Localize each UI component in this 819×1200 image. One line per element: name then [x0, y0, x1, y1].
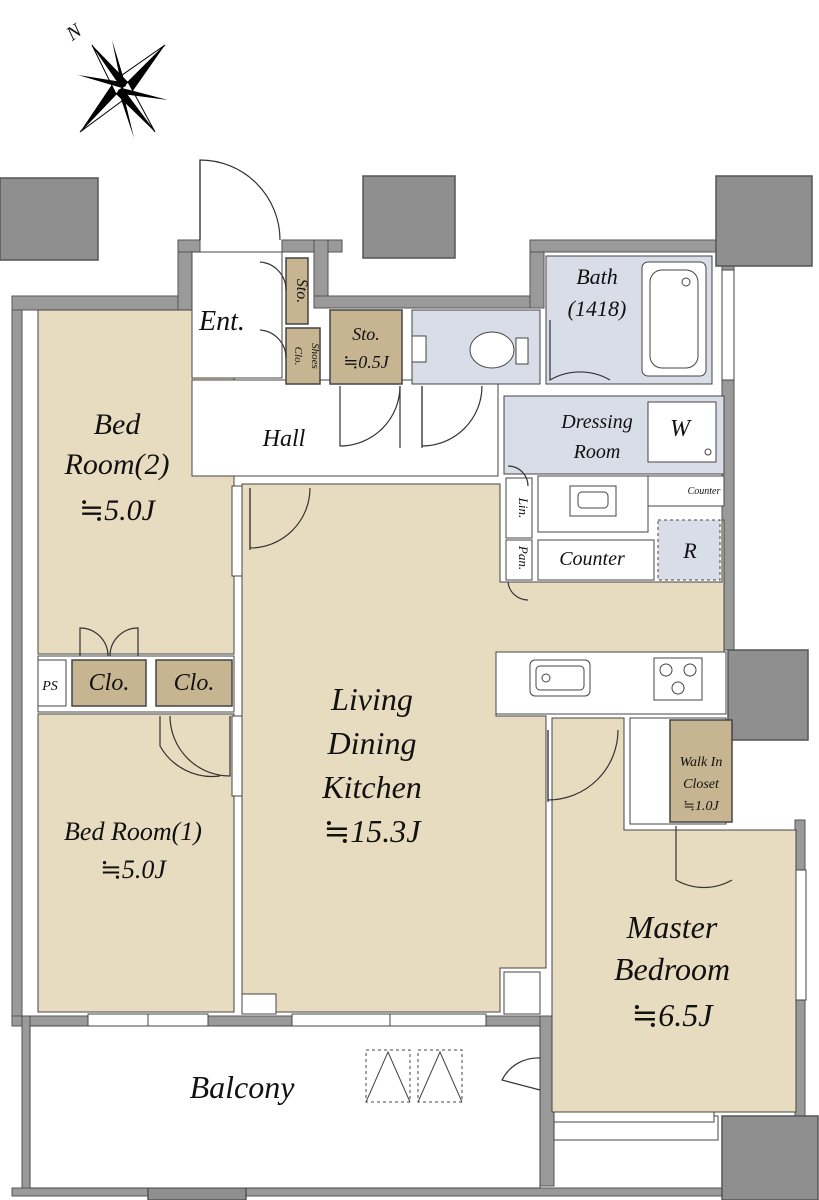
closet-left-label: Clo. [89, 670, 130, 696]
master-label-line1: Master [626, 909, 718, 945]
ldk-label-line1: Living [330, 681, 413, 717]
bedroom1-size: ≒5.0J [100, 855, 167, 884]
column-top-left [0, 177, 99, 261]
entrance [191, 251, 283, 379]
entrance-label: Ent. [198, 306, 245, 337]
pantry-label: Pan. [516, 545, 531, 570]
counter-small-label: Counter [688, 486, 721, 497]
counter [537, 539, 655, 581]
bath-label: Bath [576, 264, 618, 289]
column-bottom-right [721, 1115, 819, 1200]
ps-label: PS [41, 679, 58, 694]
compass-rose [78, 40, 168, 138]
compass-north-label: N [62, 19, 88, 46]
hall-label: Hall [262, 426, 306, 452]
wic-label-line2: Closet [683, 777, 720, 792]
refrigerator-label: R [682, 538, 697, 563]
ldk-label-line2: Dining [327, 725, 417, 761]
dressing-label-line2: Room [573, 441, 621, 463]
outdoor-unit-marks [365, 1049, 463, 1103]
wic-size: ≒1.0J [683, 799, 719, 814]
column-right-mid [727, 649, 809, 741]
wic-label-line1: Walk In [680, 755, 723, 770]
ldk-label-line3: Kitchen [321, 769, 422, 805]
sto-small-label: Sto. [293, 279, 310, 303]
windows [87, 269, 807, 1123]
shoe-storage-top [285, 257, 309, 325]
shoes-label: Shoes [309, 343, 321, 369]
hall [191, 379, 499, 477]
storage [329, 309, 403, 385]
bedroom2-label-line1: Bed [94, 408, 142, 441]
kitchen-sink [529, 659, 591, 697]
refrigerator-space [657, 519, 721, 581]
washer-label: W [670, 416, 692, 442]
dressing-label-line1: Dressing [560, 411, 632, 433]
pantry [505, 539, 533, 581]
linen [505, 477, 533, 539]
column-top-right [715, 175, 813, 267]
ldk-size: ≒15.3J [323, 813, 422, 849]
bedroom-1 [37, 713, 235, 1013]
pipe-shaft [37, 659, 67, 707]
balcony [29, 1025, 541, 1189]
storage-size: ≒0.5J [343, 352, 390, 372]
closet-right-label: Clo. [174, 670, 215, 696]
closet-right [155, 659, 233, 707]
master-label-line2: Bedroom [614, 951, 730, 987]
master-bedroom [551, 717, 797, 1113]
walk-in-closet [669, 719, 733, 823]
storage-label: Sto. [352, 324, 380, 344]
doors [79, 159, 733, 1091]
bedroom1-label: Bed Room(1) [64, 817, 202, 846]
small-counter [647, 475, 725, 507]
column-top-center [362, 175, 456, 259]
linen-label: Lin. [516, 497, 531, 519]
balcony-label: Balcony [190, 1069, 296, 1105]
closet-left [71, 659, 147, 707]
bath-size: (1418) [568, 296, 627, 321]
master-size: ≒6.5J [631, 997, 714, 1033]
counter-label: Counter [559, 548, 625, 570]
bedroom2-label-line2: Room(2) [64, 448, 170, 481]
stove [653, 657, 703, 701]
bedroom2-size: ≒5.0J [79, 494, 157, 527]
clo-small-label: Clo. [292, 347, 304, 366]
